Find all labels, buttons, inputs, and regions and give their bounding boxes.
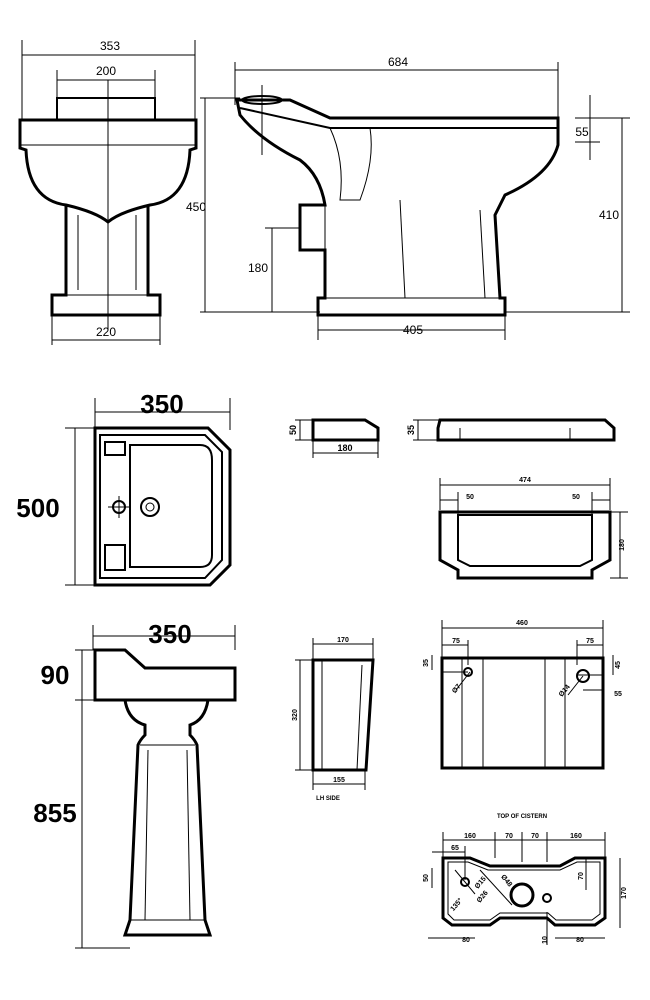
cistern-top-bottom-mid-label: 10 — [542, 936, 549, 944]
small-lid-view: 50 180 — [288, 418, 380, 458]
cistern-back-hole-left-label: Ø7 — [451, 683, 462, 695]
cistern-top-hole-b-label: Ø48 — [499, 874, 513, 889]
cistern-front-view: 474 50 50 180 — [438, 477, 628, 580]
cistern-top-angle-label: 135° — [449, 896, 465, 912]
wc-base-width-label: 220 — [96, 325, 116, 339]
wc-length-label: 684 — [388, 55, 408, 69]
large-lid-view: 35 — [406, 418, 616, 442]
cistern-top-hole-c-label: Ø26 — [476, 890, 490, 905]
wc-seat-drop-label: 55 — [575, 125, 589, 139]
cistern-top-seg-3-label: 70 — [531, 833, 539, 840]
cistern-side-caption: LH SIDE — [316, 796, 340, 802]
wc-base-length-label: 405 — [403, 323, 423, 337]
cistern-back-offset-right-label: 75 — [586, 638, 594, 645]
cistern-top-left-edge-label: 50 — [423, 874, 430, 882]
basin-plan-view: 350 500 — [16, 389, 232, 587]
cistern-back-width-label: 460 — [516, 620, 528, 627]
cistern-front-width-label: 474 — [519, 477, 531, 484]
basin-plan-depth-label: 500 — [16, 493, 59, 523]
cistern-margin-left-label: 50 — [466, 494, 474, 501]
wc-seat-width-label: 200 — [96, 64, 116, 78]
cistern-top-seg-1-label: 160 — [464, 833, 476, 840]
cistern-top-seg-2-label: 70 — [505, 833, 513, 840]
wc-side-view: 684 55 450 410 180 405 — [186, 55, 630, 340]
cistern-top-depth-label: 170 — [621, 887, 628, 899]
cistern-front-height-label: 180 — [619, 539, 626, 551]
wc-rim-height-label: 410 — [599, 208, 619, 222]
small-lid-height-label: 50 — [288, 425, 298, 435]
wc-pan-height-label: 450 — [186, 200, 206, 214]
cistern-back-offset-left-label: 75 — [452, 638, 460, 645]
small-lid-width-label: 180 — [337, 443, 352, 453]
cistern-back-hole-right-label: Ø14 — [558, 684, 572, 699]
cistern-margin-right-label: 50 — [572, 494, 580, 501]
cistern-back-drop-right-label: 45 — [615, 661, 622, 669]
cistern-top-right-inner-label: 70 — [578, 872, 585, 880]
wc-outlet-height-label: 180 — [248, 261, 268, 275]
cistern-top-caption: TOP OF CISTERN — [497, 814, 547, 820]
cistern-top-inner-left-label: 65 — [451, 845, 459, 852]
basin-front-width-label: 350 — [148, 619, 191, 649]
basin-plan-width-label: 350 — [140, 389, 183, 419]
cistern-back-view: 460 75 75 35 45 Ø7 Ø14 55 — [423, 620, 622, 770]
pedestal-height-label: 855 — [33, 798, 76, 828]
cistern-back-right-inset-label: 55 — [614, 691, 622, 698]
cistern-top-hole-a-label: Ø15 — [474, 876, 488, 891]
cistern-top-bottom-left-label: 80 — [462, 937, 470, 944]
cistern-top-bottom-right-label: 80 — [576, 937, 584, 944]
cistern-side-top-width-label: 170 — [337, 637, 349, 644]
cistern-top-view: TOP OF CISTERN 160 70 70 160 65 50 170 7… — [423, 814, 628, 945]
large-lid-height-label: 35 — [406, 425, 416, 435]
cistern-back-drop-left-label: 35 — [423, 659, 430, 667]
basin-bowl-height-label: 90 — [41, 660, 70, 690]
cistern-side-bottom-width-label: 155 — [333, 777, 345, 784]
cistern-side-view: 170 320 155 LH SIDE — [292, 637, 375, 802]
wc-front-view: 353 200 220 — [18, 39, 198, 345]
cistern-top-seg-4-label: 160 — [570, 833, 582, 840]
basin-pedestal-view: 350 90 855 — [33, 619, 237, 949]
wc-front-width-label: 353 — [100, 39, 120, 53]
cistern-side-height-label: 320 — [292, 709, 299, 721]
